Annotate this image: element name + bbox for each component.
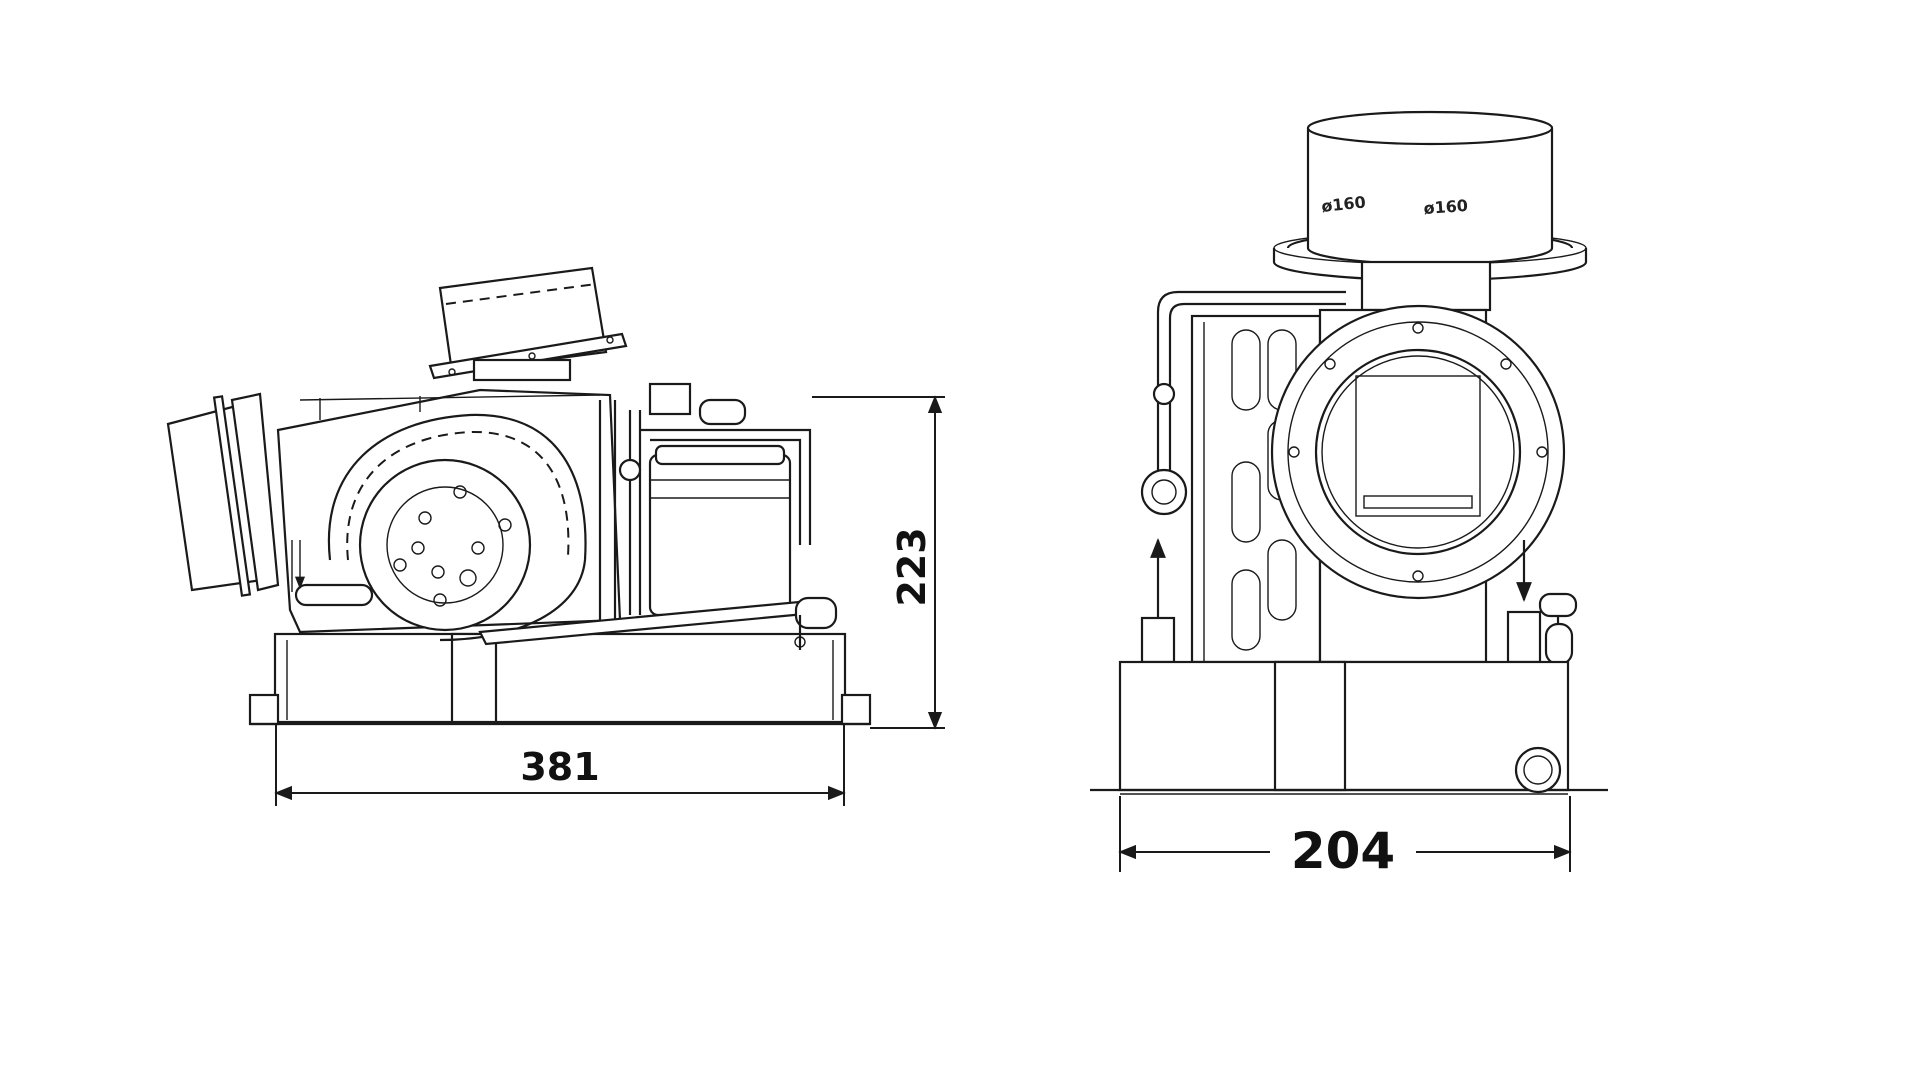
collar-size-label-center: ø160	[1423, 196, 1469, 218]
drain-fittings	[1140, 538, 1578, 666]
round-flange	[1270, 304, 1566, 600]
side-view: 381 223	[166, 266, 945, 806]
dimension-width-front: 204	[1118, 796, 1572, 880]
front-view: ø160 ø160	[1090, 110, 1608, 880]
dimension-height-side: 223	[812, 395, 945, 730]
collar-size-label-left: ø160	[1320, 192, 1366, 216]
fan-wheel	[358, 458, 532, 632]
blower-housing	[166, 266, 628, 642]
compressor-tank	[478, 382, 838, 650]
duct-collar: ø160 ø160	[1272, 110, 1588, 312]
refrigerant-pipe	[1140, 290, 1346, 516]
base-tray	[248, 632, 872, 726]
front-base	[1090, 660, 1608, 795]
front-width-dimension-label: 204	[1291, 822, 1395, 880]
side-height-dimension-label: 223	[890, 527, 934, 606]
dimension-width-side: 381	[274, 724, 846, 806]
side-width-dimension-label: 381	[520, 745, 599, 789]
